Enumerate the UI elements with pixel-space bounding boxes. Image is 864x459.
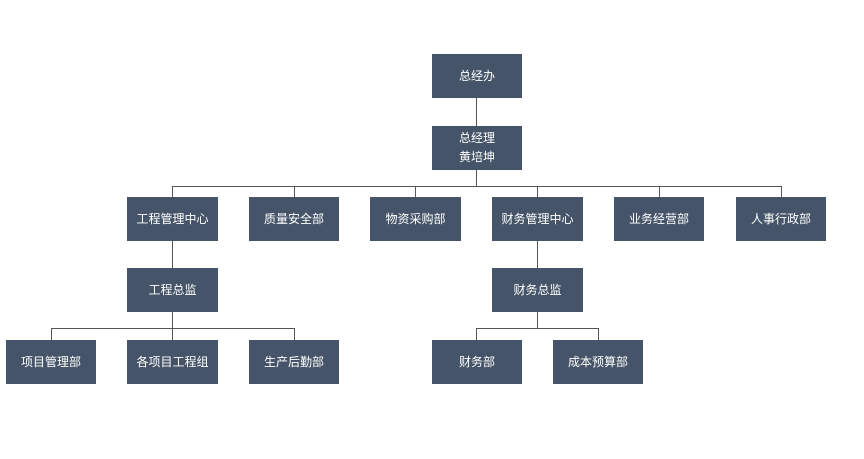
node-label: 业务经营部	[628, 212, 689, 226]
node-person-name: 黄培坤	[458, 150, 495, 164]
node-label: 生产后勤部	[263, 355, 324, 369]
node-hr-admin: 人事行政部	[736, 197, 826, 241]
node-logistics: 生产后勤部	[249, 340, 339, 384]
node-finance-dept: 财务部	[432, 340, 522, 384]
node-project-mgmt: 项目管理部	[6, 340, 96, 384]
node-label: 总经理	[458, 131, 495, 145]
node-label: 工程总监	[148, 283, 197, 297]
node-label: 项目管理部	[20, 355, 81, 369]
node-finance-center: 财务管理中心	[492, 197, 583, 241]
node-project-teams: 各项目工程组	[127, 340, 218, 384]
node-eng-center: 工程管理中心	[127, 197, 218, 241]
node-procurement: 物资采购部	[370, 197, 461, 241]
node-eng-director: 工程总监	[127, 268, 218, 312]
node-label: 成本预算部	[567, 355, 628, 369]
node-label: 总经办	[458, 69, 495, 83]
node-quality: 质量安全部	[249, 197, 339, 241]
node-label: 工程管理中心	[136, 212, 209, 226]
node-general-manager: 总经理 黄培坤	[432, 126, 522, 170]
node-label: 财务总监	[513, 283, 562, 297]
node-business: 业务经营部	[614, 197, 704, 241]
node-label: 各项目工程组	[136, 355, 209, 369]
node-cost-budget: 成本预算部	[553, 340, 643, 384]
node-label: 财务部	[458, 355, 495, 369]
node-label: 物资采购部	[385, 212, 446, 226]
node-label: 质量安全部	[263, 212, 324, 226]
node-fin-director: 财务总监	[492, 268, 583, 312]
node-gm-office: 总经办	[432, 54, 522, 98]
node-label: 人事行政部	[750, 212, 811, 226]
node-label: 财务管理中心	[501, 212, 574, 226]
